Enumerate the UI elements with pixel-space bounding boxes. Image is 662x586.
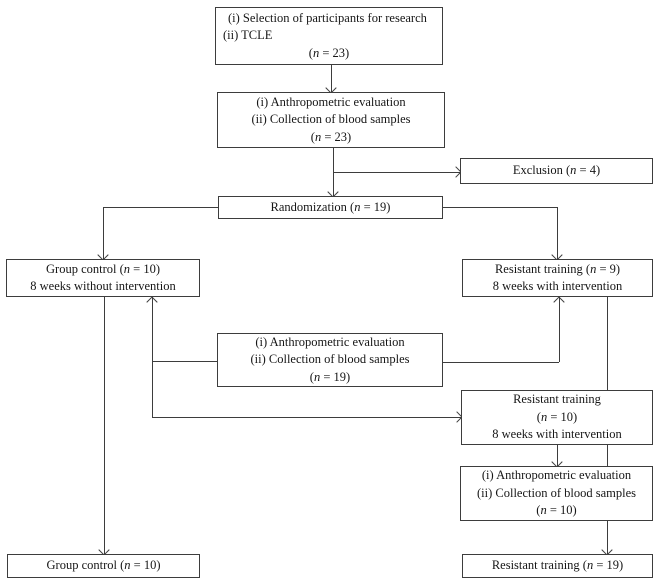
node-group-control: Group control (n = 10) 8 weeks without i… [6, 259, 200, 297]
connector-group-control-to-final [104, 297, 105, 554]
node-line: (i) Anthropometric evaluation [256, 94, 406, 109]
node-line: (ii) Collection of blood samples [476, 485, 636, 500]
node-resistant-training-9: Resistant training (n = 9) 8 weeks with … [462, 259, 653, 297]
node-line: (n = 10) [536, 409, 578, 424]
node-resistant-training-10: Resistant training (n = 10) 8 weeks with… [461, 390, 653, 445]
node-line: Resistant training (n = 19) [491, 558, 624, 573]
arrowhead-up-icon [553, 296, 565, 308]
connector-anthro-mid-right-h [443, 362, 559, 363]
node-line: (n = 10) [536, 503, 577, 518]
node-line: (i) Anthropometric evaluation [481, 468, 632, 483]
connector-randomization-right-h [443, 207, 557, 208]
connector-selection-to-anthro-pre [331, 65, 332, 92]
node-line: 8 weeks with intervention [492, 279, 623, 293]
node-line: (ii) Collection of blood samples [250, 352, 410, 367]
node-line: Randomization (n = 19) [270, 199, 391, 214]
node-line: (i) Anthropometric evaluation [255, 334, 405, 349]
connector-randomization-right-v [557, 207, 558, 259]
connector-to-resistant-training-10 [152, 417, 461, 418]
node-line: Exclusion (n = 4) [512, 163, 601, 178]
node-line: (n = 23) [308, 45, 350, 60]
node-anthropometric-post: (i) Anthropometric evaluation (ii) Colle… [460, 466, 653, 521]
node-line: Group control (n = 10) [46, 558, 161, 573]
node-group-control-final: Group control (n = 10) [7, 554, 200, 578]
node-selection: (i) Selection of participants for resear… [215, 7, 443, 65]
arrowhead-up-icon [146, 296, 158, 308]
node-line: Resistant training [513, 392, 601, 407]
connector-to-exclusion [333, 172, 460, 173]
node-line: 8 weeks without intervention [30, 279, 176, 293]
node-exclusion: Exclusion (n = 4) [460, 158, 653, 184]
connector-randomization-left-h [103, 207, 218, 208]
node-line: Resistant training (n = 9) [494, 261, 621, 276]
node-line: (ii) TCLE [223, 28, 273, 43]
node-line: (n = 19) [309, 369, 351, 384]
node-line: (ii) Collection of blood samples [251, 112, 411, 127]
node-line: (i) Selection of participants for resear… [228, 10, 427, 25]
connector-anthro-mid-right-v [559, 297, 560, 362]
node-line: Group control (n = 10) [46, 261, 160, 276]
connector-rt10-to-anthro-post [557, 445, 558, 466]
node-randomization: Randomization (n = 19) [218, 196, 443, 219]
connector-randomization-left-v [103, 207, 104, 259]
node-line: (n = 23) [310, 129, 352, 144]
node-anthropometric-mid: (i) Anthropometric evaluation (ii) Colle… [217, 333, 443, 387]
connector-anthro-mid-left-v [152, 297, 153, 417]
connector-anthro-mid-left-h [152, 361, 217, 362]
node-resistant-training-final: Resistant training (n = 19) [462, 554, 653, 578]
node-line: 8 weeks with intervention [492, 427, 622, 442]
node-anthropometric-pre: (i) Anthropometric evaluation (ii) Colle… [217, 92, 445, 148]
